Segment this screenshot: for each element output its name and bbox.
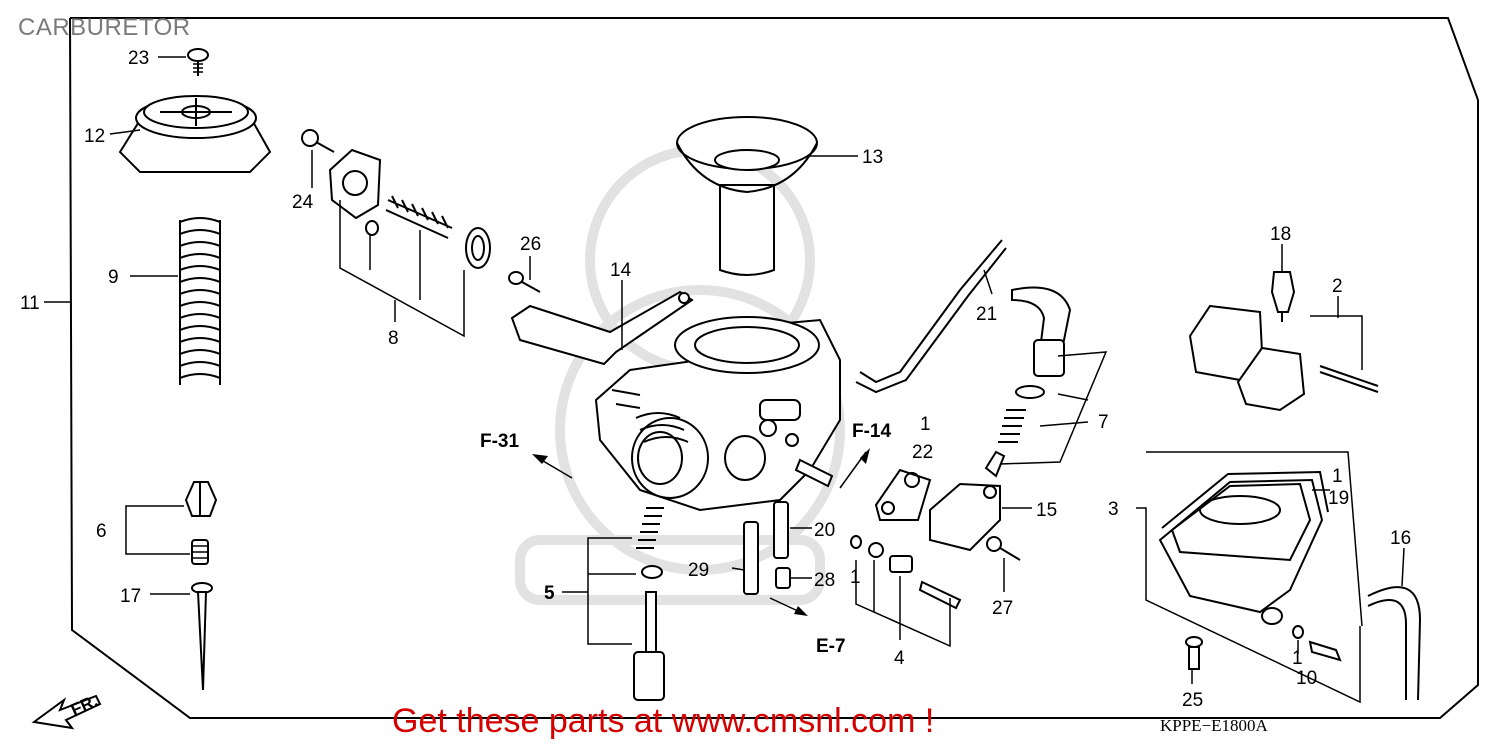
callout-29: 29 xyxy=(688,560,709,581)
part-17-jet-needle xyxy=(191,582,213,691)
promo-link[interactable]: Get these parts at www.cmsnl.com ! xyxy=(392,702,935,740)
part-19-bowl-gasket xyxy=(1161,470,1329,529)
callout-28: 28 xyxy=(814,570,835,591)
callout-11: 11 xyxy=(20,293,40,314)
callout-18: 18 xyxy=(1270,224,1291,245)
part-16-drain-tube xyxy=(1367,586,1422,701)
part-24-screw xyxy=(301,129,335,153)
part-18-float-valve xyxy=(1270,271,1296,322)
part-21-vent-tube xyxy=(855,239,1007,394)
part-29-jet-holder xyxy=(743,521,759,595)
part-14-bracket xyxy=(510,290,694,366)
callout-26: 26 xyxy=(520,234,541,255)
callout-1-drain: 1 xyxy=(1292,648,1303,669)
part-27-screw xyxy=(986,536,1021,561)
leader-arrowheads xyxy=(532,448,870,616)
callout-20: 20 xyxy=(814,520,835,541)
callout-16: 16 xyxy=(1390,528,1411,549)
callout-13: 13 xyxy=(862,147,883,168)
front-direction-arrow xyxy=(31,694,102,730)
part-25-screw xyxy=(1185,636,1203,670)
callout-21: 21 xyxy=(976,304,997,325)
part-26-screw xyxy=(508,271,541,293)
page-title: CARBURETOR xyxy=(18,14,191,41)
callout-E-7: E-7 xyxy=(816,636,846,657)
callout-1-upper: 1 xyxy=(920,414,931,435)
part-28-slow-jet xyxy=(775,567,791,589)
part-10-drain-screw xyxy=(1292,625,1342,662)
callout-14: 14 xyxy=(610,260,632,281)
callout-19: 19 xyxy=(1328,488,1349,509)
callout-5: 5 xyxy=(544,583,555,604)
callout-1-pilot: 1 xyxy=(850,567,861,588)
part-8-diaphragm-set xyxy=(328,148,491,269)
callout-F-31: F-31 xyxy=(480,431,520,452)
part-2-float xyxy=(1188,304,1379,412)
part-23-screw xyxy=(187,48,209,76)
callout-1-bowl: 1 xyxy=(1332,466,1343,487)
callout-17: 17 xyxy=(120,586,141,607)
callout-8: 8 xyxy=(388,328,399,349)
part-13-vacuum-piston xyxy=(676,116,818,276)
part-22-gasket xyxy=(874,468,932,521)
part-5-main-jet-set xyxy=(633,507,665,701)
part-9-spring xyxy=(179,217,221,385)
part-15-pump-body xyxy=(929,482,1001,552)
callout-9: 9 xyxy=(108,267,119,288)
callout-10: 10 xyxy=(1296,668,1317,689)
part-4-pilot-screw-set xyxy=(850,535,962,610)
callout-15: 15 xyxy=(1036,500,1057,521)
part-20-needle-jet xyxy=(773,501,789,559)
leader-lines xyxy=(44,56,1405,704)
callout-3: 3 xyxy=(1108,499,1119,520)
diagram-frame xyxy=(69,17,1479,719)
diagram-code: KPPE−E1800A xyxy=(1160,716,1268,735)
callout-2: 2 xyxy=(1332,276,1343,297)
callout-22: 22 xyxy=(912,442,933,463)
callout-24: 24 xyxy=(292,192,314,213)
callout-27: 27 xyxy=(992,598,1013,619)
callout-23: 23 xyxy=(128,48,149,69)
part-12-top-cap xyxy=(118,95,272,173)
callout-7: 7 xyxy=(1098,412,1109,433)
callout-25: 25 xyxy=(1182,690,1203,711)
callout-4: 4 xyxy=(894,648,905,669)
callout-6: 6 xyxy=(96,521,107,542)
part-3-float-bowl xyxy=(1158,478,1324,625)
part-7-fuel-valve-set xyxy=(984,286,1072,478)
callout-F-14: F-14 xyxy=(852,421,892,442)
carburetor-body xyxy=(594,316,841,512)
callout-12: 12 xyxy=(84,126,105,147)
part-6-needle-holder xyxy=(184,481,218,565)
